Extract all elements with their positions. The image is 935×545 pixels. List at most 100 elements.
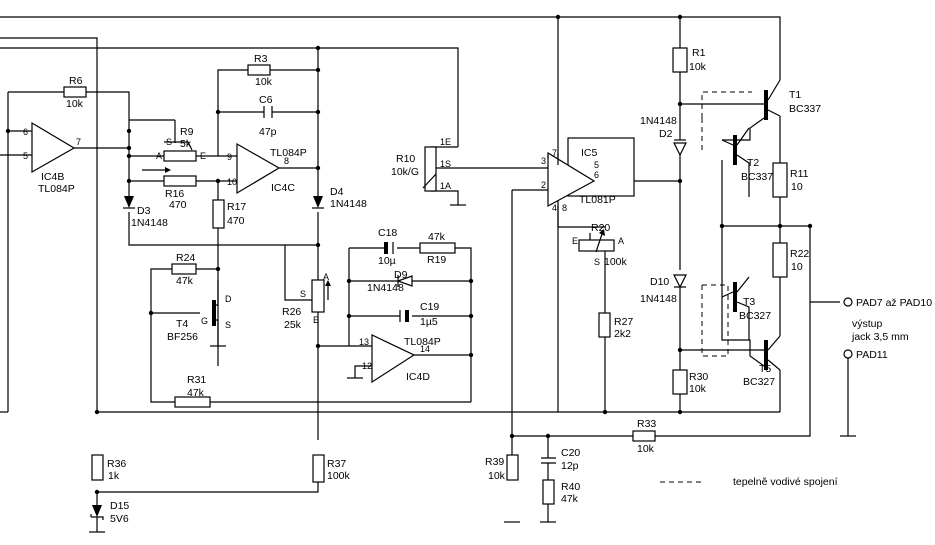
t2-ref: T2 — [747, 157, 759, 169]
pins-ic4c-n8-label: 8 — [284, 156, 289, 166]
r24-value: 47k — [176, 275, 194, 287]
resistors — [63, 47, 788, 505]
t3-value: BC327 — [739, 310, 771, 322]
pins-r26-a-label: A — [323, 272, 329, 282]
d10-value: 1N4148 — [640, 293, 677, 305]
r33-value: 10k — [637, 443, 655, 455]
wires — [0, 16, 849, 522]
pins-ic5-n2-label: 2 — [541, 180, 546, 190]
r10-ref: R10 — [396, 153, 415, 165]
t3-ref: T3 — [743, 296, 755, 308]
pins-r20-s-label: S — [594, 257, 600, 267]
pins-ic4d-n12-label: 12 — [362, 361, 372, 371]
pins-ic5-n7-label: 7 — [552, 148, 557, 158]
r33-body — [632, 430, 656, 442]
r39-value: 10k — [488, 470, 506, 482]
c6-plates — [263, 106, 273, 118]
r6-ref: R6 — [69, 75, 83, 87]
pins-r26-e-label: E — [313, 315, 319, 325]
r20-ref: R20 — [591, 222, 610, 234]
pins-t4-d-label: D — [225, 294, 232, 304]
r39-body — [506, 454, 519, 481]
r16-value: 470 — [169, 199, 187, 211]
r40-body — [542, 479, 555, 505]
r40-ref: R40 — [561, 481, 580, 493]
r9-ref: R9 — [180, 126, 194, 138]
pad11-label: PAD11 — [856, 349, 888, 361]
pins-ic4b-n7-label: 7 — [76, 137, 81, 147]
r27-body — [598, 312, 611, 338]
transistors — [212, 79, 781, 371]
t1-value: BC337 — [789, 103, 821, 115]
pins-r9-a-label: A — [156, 151, 162, 161]
r17-body — [212, 199, 225, 229]
r36-value: 1k — [108, 470, 120, 482]
thermal-links — [660, 91, 752, 483]
ic4c-triangle — [236, 142, 281, 195]
capacitors — [263, 106, 556, 472]
r37-value: 100k — [327, 470, 351, 482]
t4-ref: T4 — [176, 318, 188, 330]
pins-r10-a1-label: 1A — [440, 181, 451, 191]
r26-body — [311, 279, 325, 313]
r1-body — [672, 47, 688, 73]
r22-value: 10 — [791, 261, 803, 273]
d9-value: 1N4148 — [367, 282, 404, 294]
pins-r20-e-label: E — [572, 236, 578, 246]
pad7-label: PAD7 až PAD10 — [856, 297, 932, 309]
r16-body — [163, 175, 197, 187]
r19-ref: R19 — [427, 254, 446, 266]
diodes — [90, 139, 687, 532]
c20-plates — [541, 457, 556, 464]
d9-ref: D9 — [394, 269, 408, 281]
d15-ref: D15 — [110, 500, 129, 512]
r30-body — [672, 369, 688, 395]
d3-ref: D3 — [137, 205, 151, 217]
d15-value: 5V6 — [110, 513, 129, 525]
r16-ref: R16 — [165, 188, 184, 200]
ic5-value: TL081P — [579, 194, 616, 206]
c19-ref: C19 — [420, 301, 439, 313]
r6-value: 10k — [66, 98, 84, 110]
c18-plate-neg — [384, 242, 388, 254]
c19-plate-neg — [405, 310, 409, 322]
r22-body — [772, 242, 788, 278]
r10-value: 10k/G — [391, 166, 419, 178]
r17-value: 470 — [227, 215, 245, 227]
r27-ref: R27 — [614, 316, 633, 328]
pins-ic4b-n6-label: 6 — [23, 127, 28, 137]
c20-ref: C20 — [561, 447, 580, 459]
wiper-arrows — [142, 141, 605, 300]
grounds — [89, 204, 856, 533]
t1-ref: T1 — [789, 89, 801, 101]
pins-t4-g-label: G — [201, 316, 208, 326]
r27-value: 2k2 — [614, 328, 631, 340]
r3-value: 10k — [255, 76, 273, 88]
d4-value: 1N4148 — [330, 198, 367, 210]
pins-ic4c-n10-label: 10 — [227, 177, 237, 187]
r9-value: 5k — [180, 138, 192, 150]
r11-value: 10 — [791, 181, 803, 193]
c19-value: 1µ5 — [420, 316, 438, 328]
pad7-terminal[interactable] — [843, 297, 853, 307]
r30-value: 10k — [689, 383, 707, 395]
r17-ref: R17 — [227, 201, 246, 213]
labels: R1 10k R3 10k R6 10k R9 5k R10 10k/G R11… — [23, 47, 932, 525]
r11-body — [772, 162, 788, 198]
r37-ref: R37 — [327, 458, 346, 470]
r3-body — [247, 64, 271, 76]
pins-ic5-n4-label: 4 — [552, 203, 557, 213]
pins-ic4b-n5-label: 5 — [23, 151, 28, 161]
pins-ic4d-n14-label: 14 — [420, 344, 430, 354]
r37-body — [312, 454, 325, 483]
pins-ic5-n5-label: 5 — [594, 160, 599, 170]
pad11-terminal[interactable] — [843, 349, 853, 359]
c18-ref: C18 — [378, 227, 397, 239]
r24-body — [171, 263, 197, 275]
pins-r10-e1-label: 1E — [440, 137, 451, 147]
ic4d-value: TL084P — [404, 336, 441, 348]
junctions — [5, 14, 813, 495]
r22-ref: R22 — [790, 248, 809, 260]
r19-body — [419, 242, 456, 254]
